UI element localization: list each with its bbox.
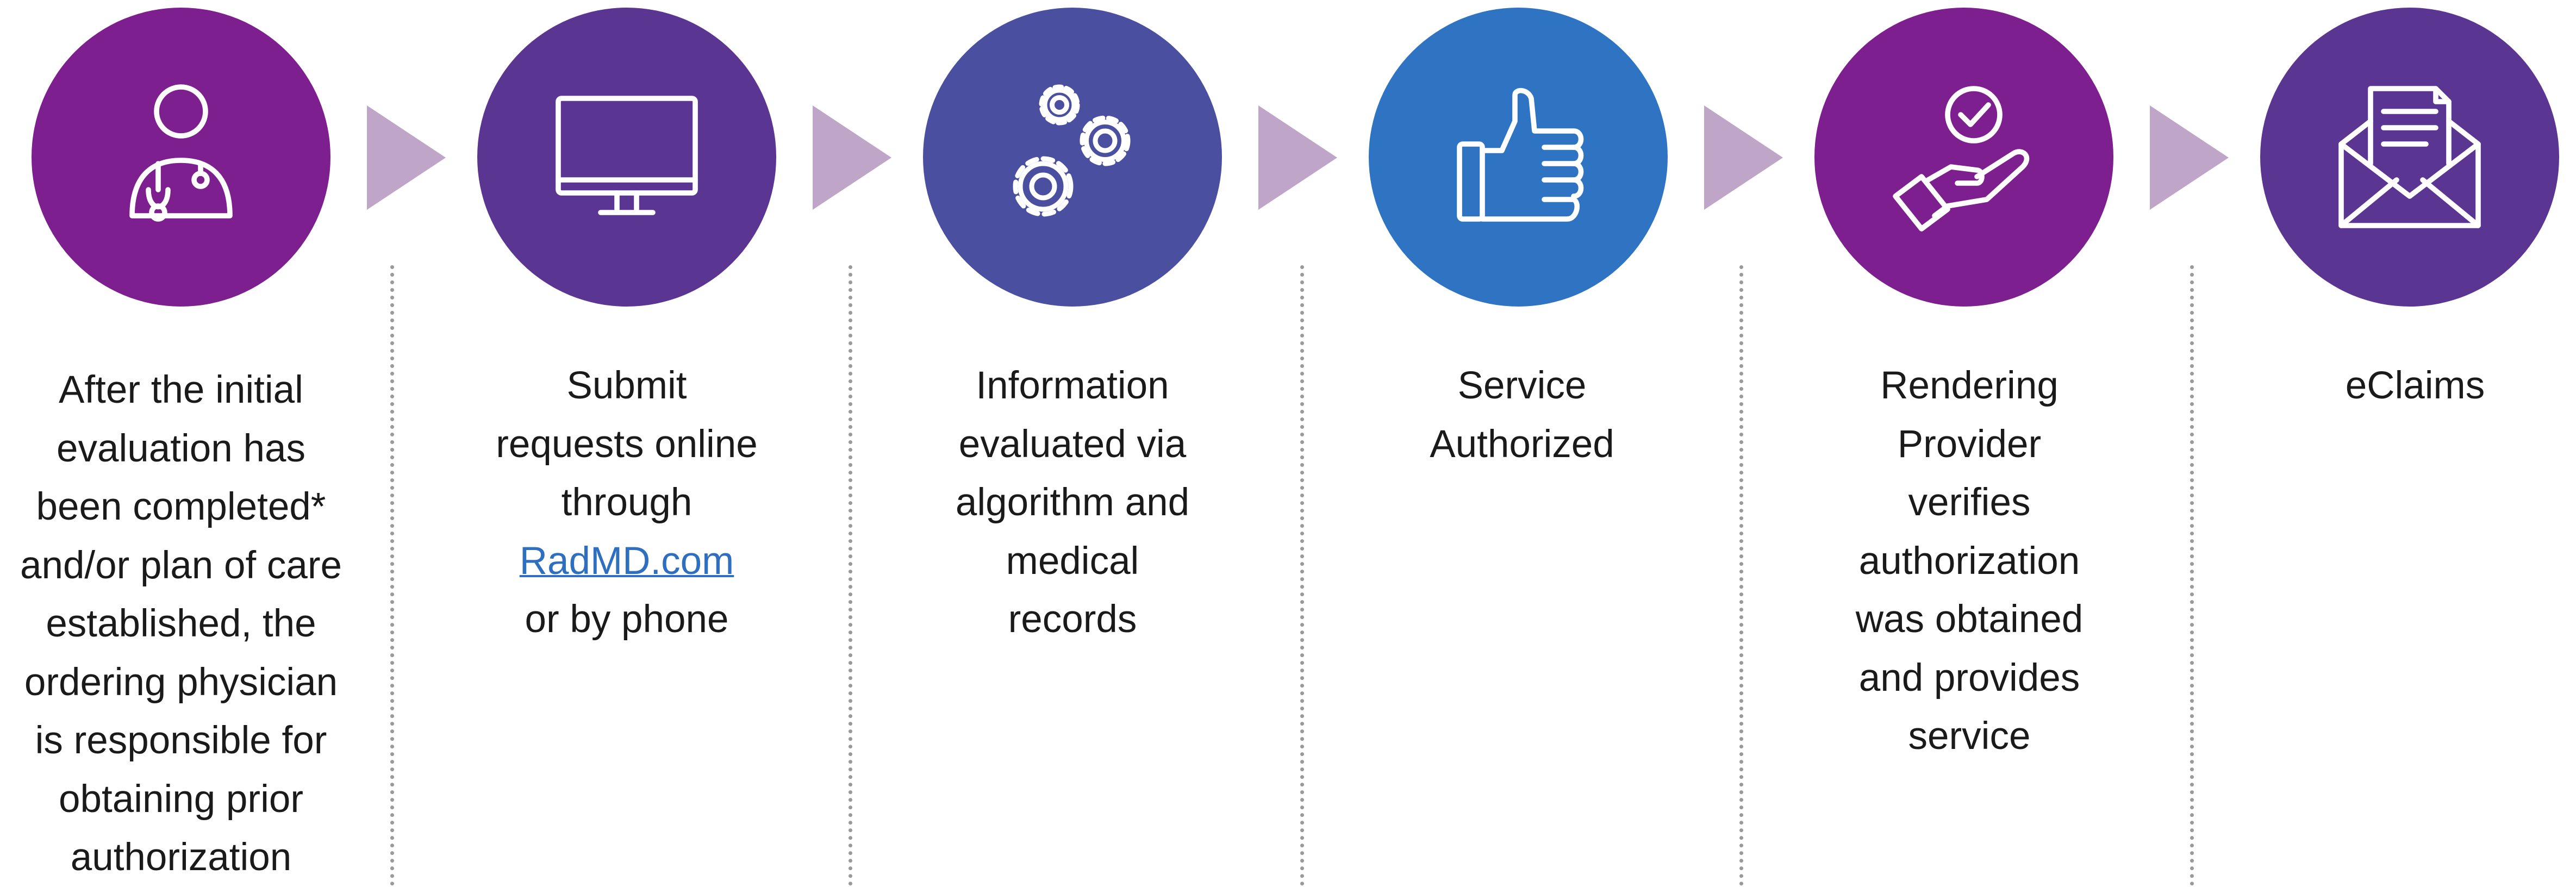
step-1-circle <box>32 8 330 307</box>
column-divider-3 <box>1300 265 1304 886</box>
column-divider-4 <box>1739 265 1743 886</box>
step-arrow-4 <box>1704 105 1783 210</box>
step-arrow-3 <box>1258 105 1337 210</box>
step-6-label: eClaims <box>2236 357 2576 415</box>
step-3-line: algorithm and <box>955 481 1190 524</box>
step-5-line: service <box>1908 715 2031 758</box>
gears-icon <box>1013 84 1131 217</box>
step-arrow-5 <box>2150 105 2229 210</box>
step-1-line: established, the <box>46 602 316 645</box>
hand-check-icon <box>1893 86 2030 232</box>
step-5-circle <box>1814 8 2113 307</box>
step-2-line: or by phone <box>525 598 729 641</box>
step-2-circle <box>477 8 776 307</box>
step-6-circle <box>2260 8 2559 307</box>
column-divider-5 <box>2190 265 2194 886</box>
step-3-line: Information <box>976 364 1169 407</box>
step-5-line: authorization <box>1858 539 2080 583</box>
step-1-line: is responsible for <box>35 719 327 762</box>
step-2-line: through <box>561 481 693 524</box>
step-1-label: After the initial evaluation has been co… <box>2 361 360 887</box>
envelope-letter-icon <box>2338 86 2481 228</box>
step-arrow-1 <box>367 105 446 210</box>
step-5-line: Rendering <box>1880 364 2059 407</box>
monitor-icon <box>556 96 698 215</box>
step-2-line: Submit <box>566 364 687 407</box>
step-1-line: been completed* <box>36 485 326 528</box>
step-2-label: Submit requests online through RadMD.com… <box>447 357 806 649</box>
step-3-line: records <box>1008 598 1137 641</box>
column-divider-2 <box>849 265 852 886</box>
step-4-circle <box>1369 8 1668 307</box>
step-1-line: After the initial <box>59 368 303 411</box>
step-4-line: Authorized <box>1430 422 1614 466</box>
step-1-line: and/or plan of care <box>20 544 342 587</box>
doctor-icon <box>129 84 233 222</box>
radmd-link[interactable]: RadMD.com <box>519 539 734 583</box>
step-3-label: Information evaluated via algorithm and … <box>893 357 1252 649</box>
step-arrow-2 <box>813 105 891 210</box>
column-divider-1 <box>390 265 394 886</box>
step-5-line: Provider <box>1897 422 2042 466</box>
step-5-line: was obtained <box>1855 598 2084 641</box>
thumbs-up-icon <box>1457 88 1584 222</box>
step-4-label: Service Authorized <box>1343 357 1701 473</box>
step-1-line: ordering physician <box>24 660 338 704</box>
step-5-line: verifies <box>1908 481 2031 524</box>
step-1-line: authorization <box>70 836 292 879</box>
step-5-line: and provides <box>1858 656 2080 699</box>
step-3-line: medical <box>1006 539 1139 583</box>
step-4-line: Service <box>1457 364 1587 407</box>
step-3-circle <box>923 8 1222 307</box>
step-2-line: requests online <box>496 422 758 466</box>
step-6-line: eClaims <box>2345 364 2485 407</box>
step-1-line: obtaining prior <box>59 777 303 821</box>
step-1-line: evaluation has <box>57 427 305 470</box>
step-3-line: evaluated via <box>958 422 1187 466</box>
step-5-label: Rendering Provider verifies authorizatio… <box>1790 357 2149 766</box>
